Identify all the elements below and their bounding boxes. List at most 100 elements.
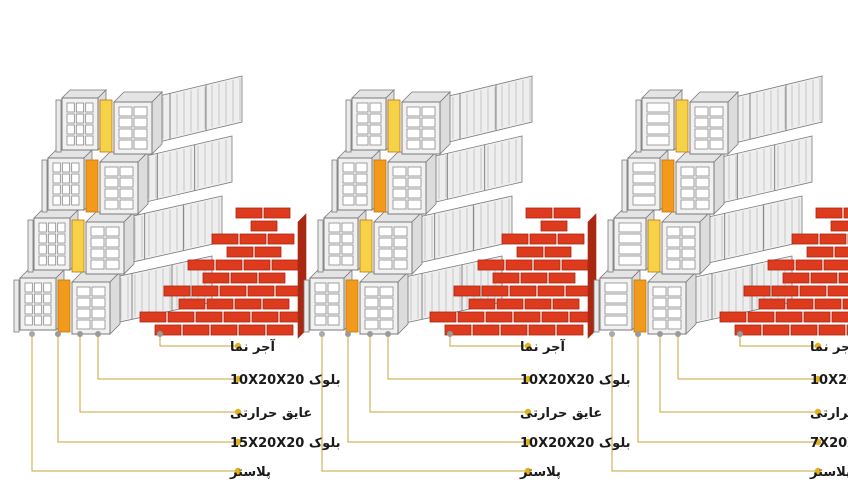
leader-origin-dot — [635, 331, 641, 337]
block — [309, 269, 353, 331]
block — [113, 91, 163, 155]
block-hole — [71, 195, 80, 206]
block-hole — [119, 177, 134, 188]
label-dot — [814, 408, 822, 416]
block-hole — [47, 244, 57, 255]
block-hole — [75, 124, 85, 135]
block-hole — [66, 113, 75, 124]
plaster-layer — [13, 279, 20, 333]
block-hole — [76, 286, 91, 297]
leader-line — [637, 337, 818, 443]
insulation-layer — [647, 219, 661, 273]
block-hole — [694, 106, 709, 117]
leader-origin-dot — [657, 331, 663, 337]
block-hole — [392, 188, 407, 199]
block-hole — [646, 124, 670, 135]
brick — [557, 233, 585, 245]
plaster-layer — [331, 159, 338, 213]
block-hole — [379, 308, 394, 319]
block-hole — [356, 102, 369, 113]
label-dot — [524, 375, 532, 383]
label-dot — [524, 408, 532, 416]
block-hole — [327, 304, 340, 315]
label-dot — [234, 408, 242, 416]
block-hole — [694, 139, 709, 150]
block-hole — [421, 106, 436, 117]
block-hole — [52, 195, 61, 206]
label-dot — [234, 438, 242, 446]
block-hole — [118, 139, 133, 150]
block-hole — [681, 248, 696, 259]
brick — [223, 311, 251, 323]
brick — [238, 324, 266, 336]
brick — [139, 311, 167, 323]
brick — [795, 259, 823, 271]
block-hole — [680, 166, 695, 177]
block-hole — [104, 166, 119, 177]
brick — [251, 311, 279, 323]
leader-line — [387, 337, 528, 380]
layer-label: پلاستر — [229, 465, 271, 480]
brick — [767, 259, 795, 271]
block-hole — [646, 113, 670, 124]
block-hole — [406, 128, 421, 139]
block-hole — [43, 315, 52, 326]
layer-label: آجر نما — [230, 338, 275, 355]
leader-origin-dot — [447, 331, 453, 337]
brick — [719, 311, 747, 323]
plaster-layer — [621, 159, 628, 213]
block-hole — [680, 177, 695, 188]
block-hole — [369, 135, 382, 146]
block-hole — [52, 162, 61, 173]
brick — [814, 298, 842, 310]
block-hole — [314, 282, 327, 293]
block-hole — [119, 199, 134, 210]
brick — [267, 233, 295, 245]
block-hole — [76, 308, 91, 319]
block-hole — [695, 188, 710, 199]
block-hole — [407, 166, 422, 177]
label-dot — [814, 375, 822, 383]
block-hole — [66, 124, 75, 135]
block-hole — [328, 244, 341, 255]
brick — [219, 285, 247, 297]
brick — [509, 285, 537, 297]
block-hole — [43, 282, 52, 293]
brick — [528, 324, 556, 336]
block-hole — [90, 226, 105, 237]
block — [61, 89, 107, 151]
block-hole — [421, 117, 436, 128]
block-hole — [378, 259, 393, 270]
block — [359, 271, 409, 335]
block-hole — [105, 237, 120, 248]
block-hole — [57, 255, 66, 266]
plaster-layer — [635, 99, 642, 153]
block-hole — [314, 293, 327, 304]
block-hole — [364, 308, 379, 319]
block-hole — [33, 304, 43, 315]
brick — [537, 285, 565, 297]
brick — [258, 272, 286, 284]
brick — [492, 272, 520, 284]
block — [387, 151, 437, 215]
label-dot — [234, 467, 242, 475]
block-hole — [406, 117, 421, 128]
block-hole — [695, 177, 710, 188]
block-hole — [666, 259, 681, 270]
block-hole — [105, 259, 120, 270]
block-hole — [695, 166, 710, 177]
block-hole — [378, 248, 393, 259]
block-hole — [118, 128, 133, 139]
block-hole — [91, 286, 106, 297]
block-hole — [646, 102, 670, 113]
block-hole — [618, 244, 642, 255]
block-hole — [52, 173, 61, 184]
facing-brick-wall — [719, 207, 848, 336]
block-hole — [652, 308, 667, 319]
block-hole — [392, 177, 407, 188]
brick — [215, 259, 243, 271]
brick — [734, 324, 762, 336]
block-hole — [91, 319, 106, 330]
block-hole — [406, 139, 421, 150]
